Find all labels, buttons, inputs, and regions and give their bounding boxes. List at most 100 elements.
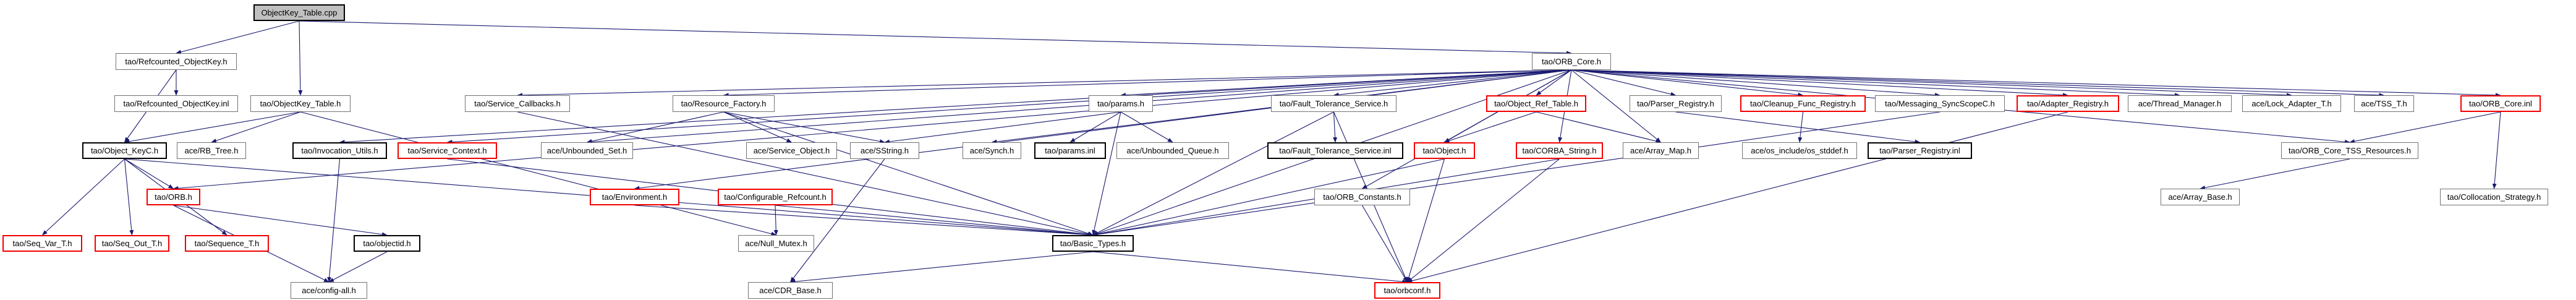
edge-res_fac-svc_obj — [723, 111, 792, 143]
edge-okc_h-orb_h — [124, 158, 174, 189]
edge-fts_h-fts_inl — [1333, 111, 1338, 143]
edge-preg_h-preg_inl — [1675, 111, 1920, 144]
edge-orb_core_h-areg — [1571, 69, 2068, 98]
edge-basic_types-cdr_base — [790, 251, 1094, 284]
graph-node-synch: ace/Synch.h — [963, 142, 1021, 159]
edge-orb_core_h-thr_mgr — [1571, 69, 2180, 98]
graph-node-config_all: ace/config-all.h — [291, 282, 367, 299]
edge-orb_core_h-svc_cb — [517, 69, 1572, 98]
graph-node-svc_ctx[interactable]: tao/Service_Context.h — [397, 142, 497, 159]
graph-node-null_mutex: ace/Null_Mutex.h — [738, 235, 814, 252]
edge-orb_core_h-orb_const — [1362, 69, 1572, 189]
graph-node-ort_h[interactable]: tao/Object_Ref_Table.h — [1486, 95, 1586, 112]
edge-object_h-orbconf — [1406, 158, 1445, 283]
edge-fts_h-basic_types — [1092, 111, 1334, 236]
edge-params_h-unb_q — [1120, 111, 1173, 143]
graph-node-colloc: tao/Collocation_Strategy.h — [2440, 189, 2548, 205]
edge-objectid-config_all — [328, 251, 388, 283]
graph-node-orb_core_inl[interactable]: tao/ORB_Core.inl — [2460, 95, 2541, 112]
edge-env_h-basic_types — [634, 205, 1094, 237]
graph-node-corba_str[interactable]: tao/CORBA_String.h — [1516, 142, 1603, 159]
edge-cfr_h-os_stddef — [1798, 111, 1804, 143]
edge-orb_core_h-lock_ad — [1571, 69, 2292, 98]
edge-res_fac-basic_types — [723, 111, 1094, 236]
graph-node-arr_base: ace/Array_Base.h — [2161, 189, 2240, 205]
graph-node-seq_t[interactable]: tao/Sequence_T.h — [185, 235, 269, 252]
edge-cpp-orb_core_h — [299, 20, 1572, 56]
graph-node-lock_ad: ace/Lock_Adapter_T.h — [2242, 95, 2341, 112]
graph-node-tss_t: ace/TSS_T.h — [2354, 95, 2414, 112]
edge-orb_core_h-arr_map — [1571, 69, 1661, 143]
edge-orb_const-orbconf — [1362, 205, 1408, 283]
edge-okc_h-seq_out — [124, 158, 134, 236]
graph-node-okc_h: tao/Object_KeyC.h — [82, 142, 167, 159]
edge-object_h-basic_types — [1092, 158, 1445, 236]
graph-node-seq_out[interactable]: tao/Seq_Out_T.h — [95, 235, 169, 252]
graph-node-params_h: tao/params.h — [1089, 95, 1153, 112]
graph-node-arr_map: ace/Array_Map.h — [1623, 142, 1699, 159]
edge-orb_core_inl-octss — [2349, 111, 2501, 144]
graph-node-rok_h: tao/Refcounted_ObjectKey.h — [116, 53, 237, 70]
edge-okt_h-rb_tree — [211, 111, 301, 143]
graph-node-objectid: tao/objectid.h — [354, 235, 420, 252]
edge-orb_core_h-orb_core_inl — [1571, 69, 2501, 98]
edge-orb_core_h-cfr_h — [1571, 69, 1803, 97]
graph-node-orb_core_h: tao/ORB_Core.h — [1532, 53, 1611, 70]
graph-node-orb_const: tao/ORB_Constants.h — [1314, 189, 1410, 205]
graph-node-svc_cb: tao/Service_Callbacks.h — [465, 95, 570, 112]
graph-node-seq_var[interactable]: tao/Seq_Var_T.h — [2, 235, 82, 252]
edge-basic_types-orbconf — [1092, 251, 1408, 284]
graph-node-rok_inl: tao/Refcounted_ObjectKey.inl — [114, 95, 238, 112]
graph-node-object_h[interactable]: tao/Object.h — [1414, 142, 1475, 159]
graph-node-params_inl: tao/params.inl — [1034, 142, 1106, 159]
graph-node-sstring: ace/SString.h — [850, 142, 919, 159]
graph-node-fts_inl: tao/Fault_Tolerance_Service.inl — [1267, 142, 1403, 159]
edge-params_h-sstring — [884, 111, 1121, 144]
graph-node-preg_h: tao/Parser_Registry.h — [1630, 95, 1722, 112]
graph-node-inv_utils: tao/Invocation_Utils.h — [292, 142, 387, 159]
edge-orb_core_h-fts_h — [1333, 69, 1572, 97]
edge-orb_core_h-res_fac — [723, 69, 1572, 98]
edge-octss-arr_base — [2200, 158, 2350, 190]
graph-node-orb_h[interactable]: tao/ORB.h — [147, 189, 200, 205]
edge-orb_core_h-unb_set — [587, 69, 1572, 144]
edge-conf_rc-null_mutex — [773, 205, 778, 236]
edge-cpp-okt_h — [298, 20, 303, 96]
graph-node-areg[interactable]: tao/Adapter_Registry.h — [2017, 95, 2119, 112]
edge-ort_h-arr_map — [1536, 111, 1661, 144]
edge-res_fac-sstring — [723, 111, 885, 144]
graph-node-env_h[interactable]: tao/Environment.h — [590, 189, 679, 205]
graph-node-preg_inl: tao/Parser_Registry.inl — [1868, 142, 1972, 159]
edge-orb_core_h-orb_h — [173, 69, 1572, 191]
edge-orb_core_h-msync — [1571, 69, 1941, 97]
edge-msync-basic_types — [1092, 111, 1941, 237]
graph-node-cdr_base: ace/CDR_Base.h — [748, 282, 833, 299]
graph-node-os_stddef: ace/os_include/os_stddef.h — [1742, 142, 1857, 159]
graph-node-svc_obj: ace/Service_Object.h — [746, 142, 837, 159]
edge-orb_core_h-tss_t — [1571, 69, 2384, 98]
graph-node-okt_h: tao/ObjectKey_Table.h — [250, 95, 351, 112]
edge-okt_h-okc_h — [124, 111, 301, 144]
edge-okc_h-seq_var — [42, 158, 125, 236]
graph-node-cpp: ObjectKey_Table.cpp — [253, 4, 345, 21]
edge-orb_core_h-inv_utils — [339, 69, 1572, 145]
edge-sstring-cdr_base — [790, 158, 885, 283]
edge-svc_cb-basic_types — [517, 111, 1094, 236]
graph-node-orbconf[interactable]: tao/orbconf.h — [1374, 282, 1440, 299]
edge-orb_core_inl-colloc — [2492, 111, 2501, 189]
edge-params_h-basic_types — [1092, 111, 1121, 236]
graph-node-res_fac: tao/Resource_Factory.h — [673, 95, 775, 112]
graph-node-conf_rc[interactable]: tao/Configurable_Refcount.h — [718, 189, 833, 205]
graph-node-cfr_h[interactable]: tao/Cleanup_Func_Registry.h — [1740, 95, 1866, 112]
edge-orb_core_h-preg_h — [1571, 69, 1676, 96]
graph-node-unb_set: ace/Unbounded_Set.h — [541, 142, 633, 159]
graph-node-msync: tao/Messaging_SyncScopeC.h — [1875, 95, 2005, 112]
edge-orb_core_h-ort_h — [1536, 69, 1572, 96]
edge-res_fac-unb_set — [587, 111, 724, 144]
edge-corba_str-orbconf — [1407, 158, 1560, 283]
graph-node-fts_h: tao/Fault_Tolerance_Service.h — [1271, 95, 1396, 112]
graph-node-thr_mgr: ace/Thread_Manager.h — [2128, 95, 2232, 112]
graph-node-unb_q: ace/Unbounded_Queue.h — [1116, 142, 1229, 159]
